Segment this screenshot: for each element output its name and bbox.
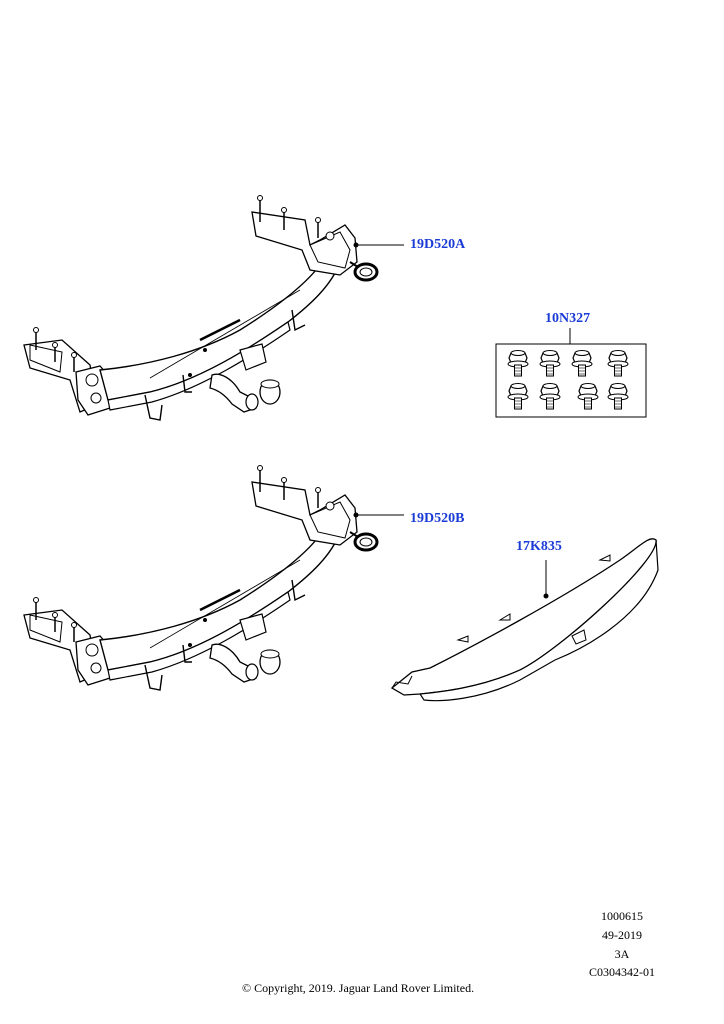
part-label-upper-tow-bar[interactable]: 19D520A bbox=[410, 237, 466, 252]
illustration-id: 1000615 bbox=[601, 909, 643, 923]
callout-dot-bumper-trim bbox=[543, 593, 549, 599]
tow-bar-assembly-upper bbox=[22, 194, 379, 422]
bumper-trim-panel bbox=[390, 538, 659, 702]
part-label-bumper-trim[interactable]: 17K835 bbox=[516, 539, 562, 554]
tow-bar-assembly-lower bbox=[22, 464, 379, 692]
date-code: 49-2019 bbox=[602, 928, 642, 942]
bolt-kit-group bbox=[495, 328, 647, 418]
copyright-notice: © Copyright, 2019. Jaguar Land Rover Lim… bbox=[242, 981, 475, 995]
drawing-number: C0304342-01 bbox=[589, 965, 655, 979]
part-label-bolt-kit[interactable]: 10N327 bbox=[545, 311, 591, 326]
revision: 3A bbox=[614, 947, 630, 961]
part-label-lower-tow-bar[interactable]: 19D520B bbox=[410, 511, 465, 526]
